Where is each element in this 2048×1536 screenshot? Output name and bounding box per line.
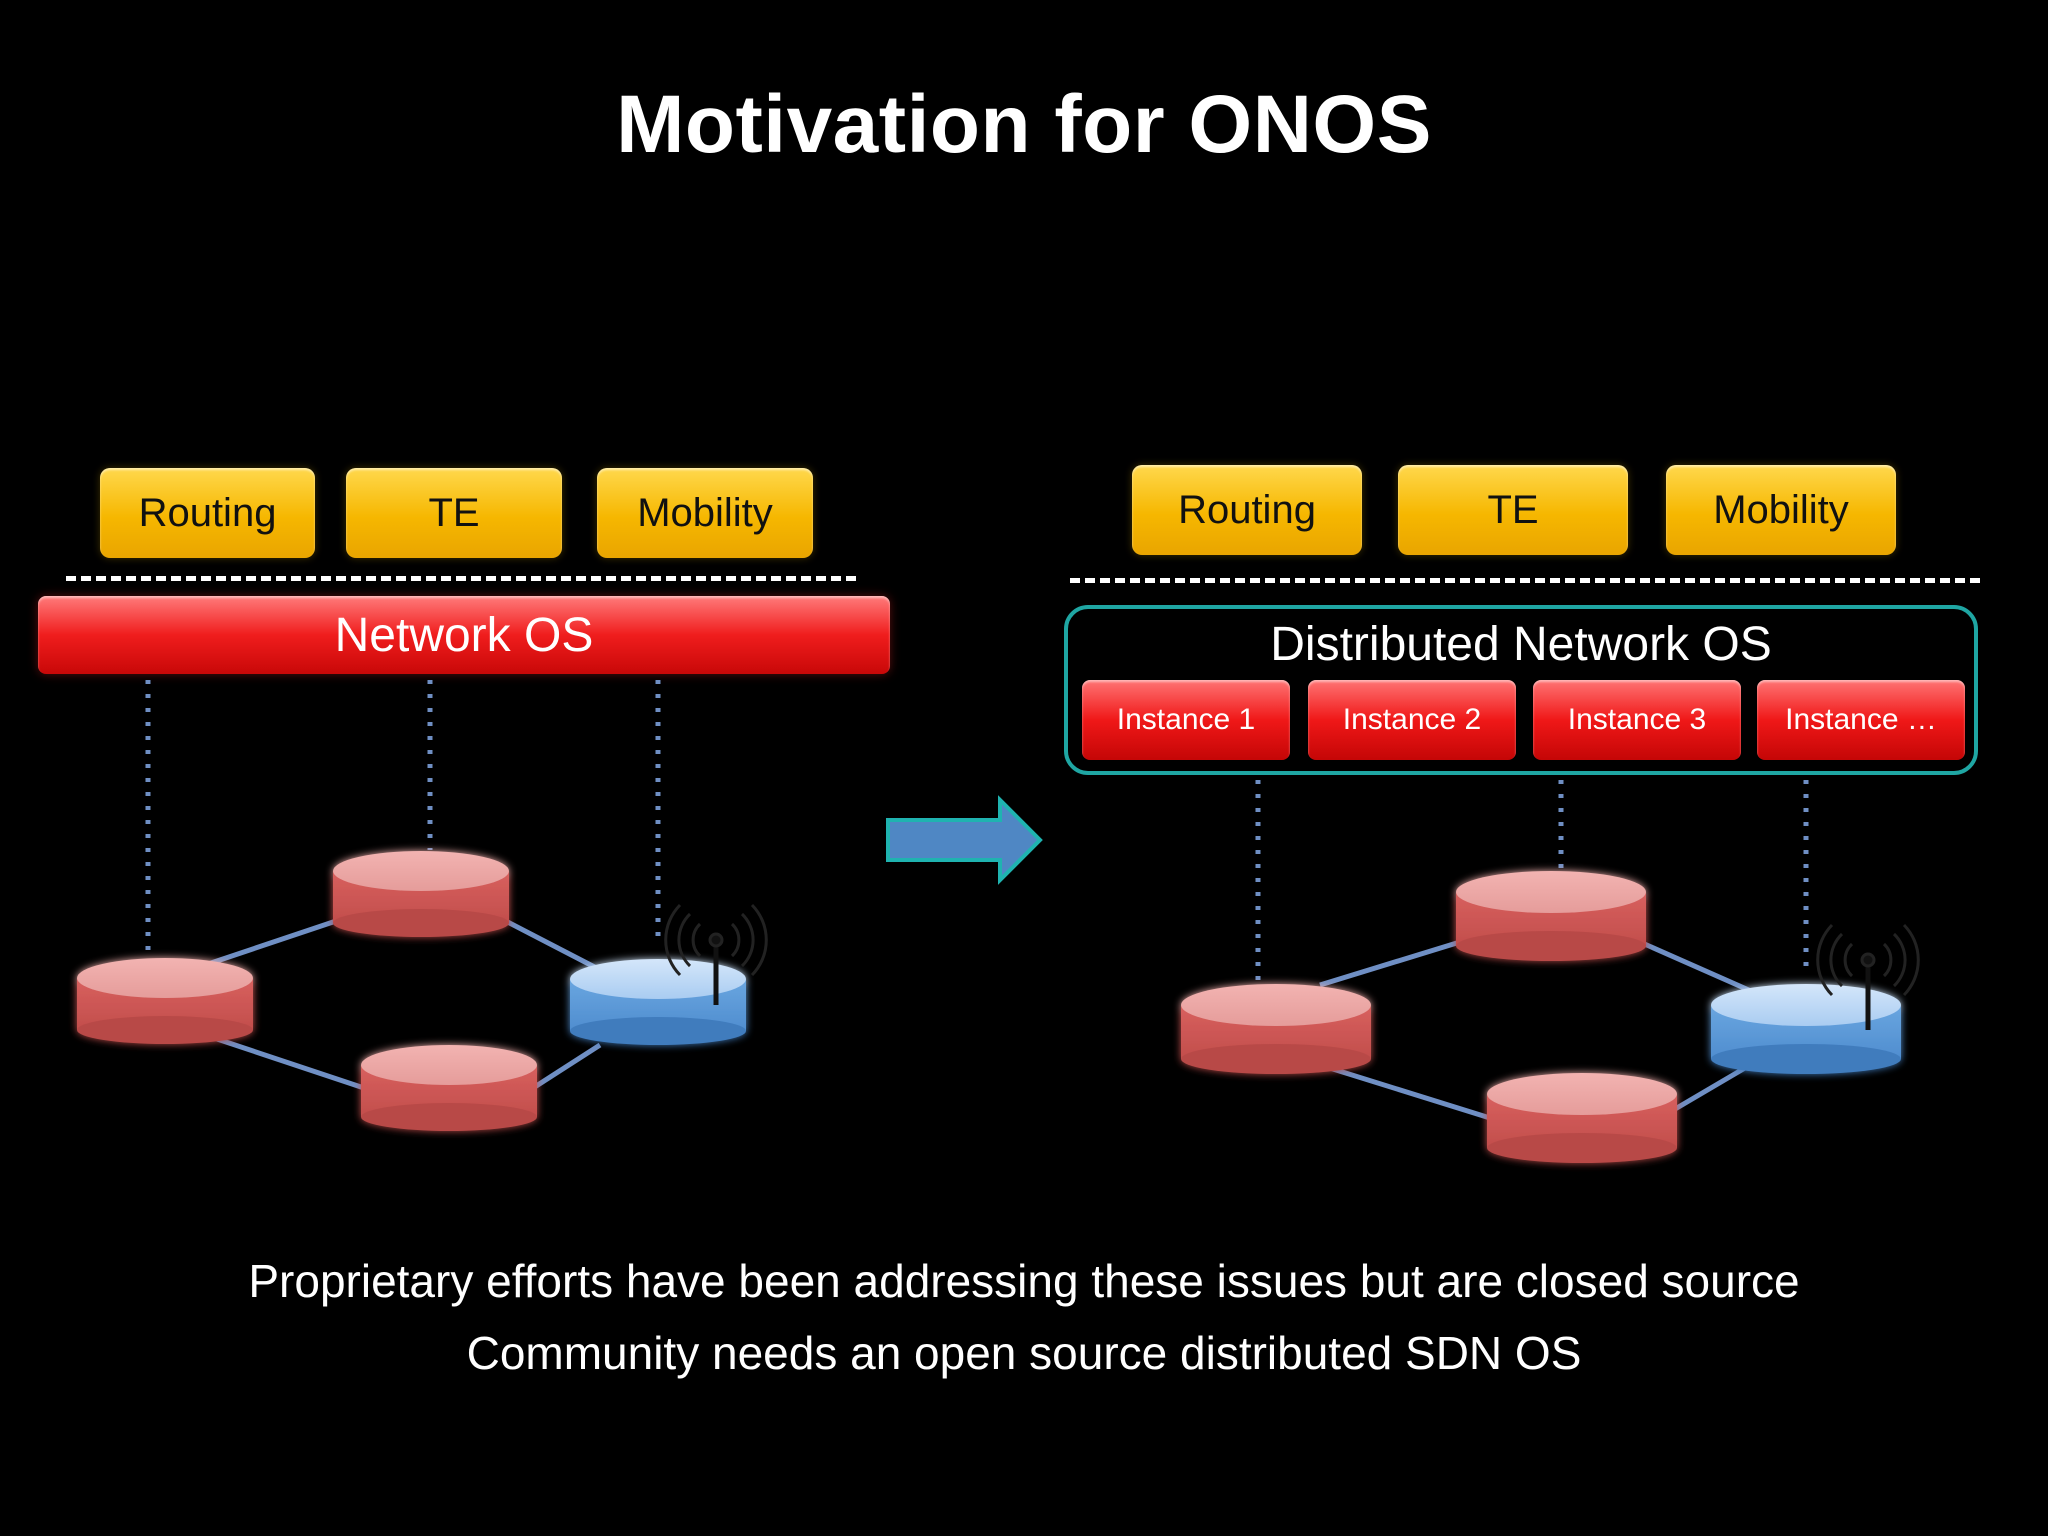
- switch-left-west: [77, 958, 253, 1044]
- wireless-switch-left: [570, 959, 746, 1045]
- switch-right-bottom: [1487, 1073, 1677, 1163]
- switch-left-bottom: [361, 1045, 537, 1131]
- caption-line-1: Proprietary efforts have been addressing…: [0, 1254, 2048, 1308]
- switch-right-top: [1456, 871, 1646, 961]
- switch-left-top: [333, 851, 509, 937]
- switch-right-west: [1181, 984, 1371, 1074]
- wireless-switch-right: [1711, 984, 1901, 1074]
- arrow-right-icon: [888, 800, 1040, 880]
- caption-line-2: Community needs an open source distribut…: [0, 1326, 2048, 1380]
